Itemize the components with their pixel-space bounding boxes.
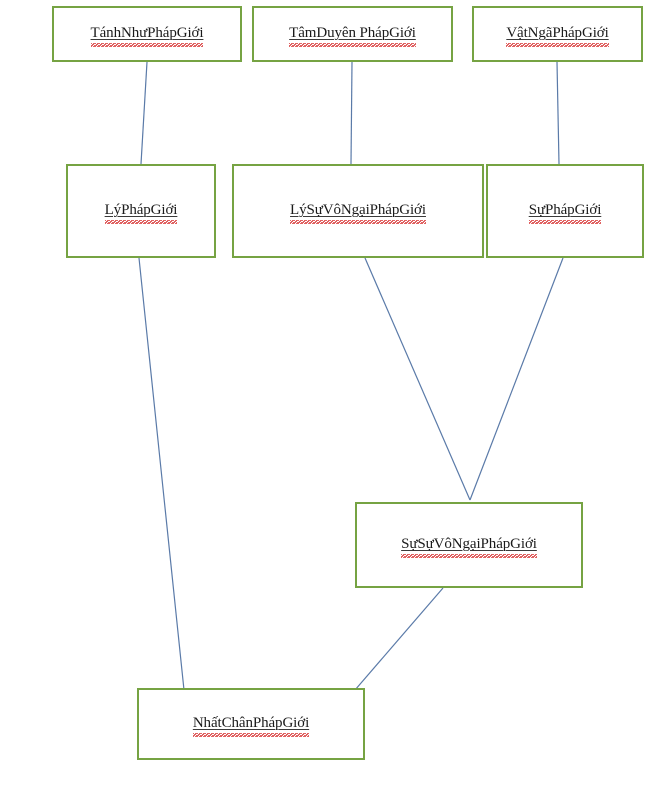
- node-label-vat-nga-phap-gioi: VậtNgãPhápGiới: [506, 25, 610, 47]
- node-label-su-phap-gioi: SựPhápGiới: [528, 202, 602, 224]
- node-label-ly-su-vo-ngai-phap-gioi: LýSựVôNgạiPhápGiới: [290, 202, 426, 224]
- connector-line: [364, 257, 471, 501]
- connector-line: [140, 61, 148, 165]
- node-box-su-su-vo-ngai-phap-gioi[interactable]: SựSựVôNgạiPhápGiới: [355, 502, 583, 588]
- node-label-tanh-nhu-phap-gioi: TánhNhưPhápGiới: [90, 25, 204, 47]
- node-box-tanh-nhu-phap-gioi[interactable]: TánhNhưPhápGiới: [52, 6, 242, 62]
- node-label-nhat-chan-phap-gioi: NhấtChânPhápGiới: [192, 715, 310, 737]
- connector-line: [354, 587, 444, 691]
- connector-line: [350, 61, 353, 165]
- node-label-tam-duyen-phap-gioi: TâmDuyên PhápGiới: [289, 25, 416, 47]
- node-box-tam-duyen-phap-gioi[interactable]: TâmDuyên PhápGiới: [252, 6, 453, 62]
- node-box-ly-phap-gioi[interactable]: LýPhápGiới: [66, 164, 216, 258]
- connector-line: [469, 257, 564, 501]
- connector-line: [138, 257, 185, 691]
- node-box-su-phap-gioi[interactable]: SựPhápGiới: [486, 164, 644, 258]
- node-label-su-su-vo-ngai-phap-gioi: SựSựVôNgạiPhápGiới: [401, 536, 537, 558]
- connector-line: [556, 61, 560, 165]
- node-label-ly-phap-gioi: LýPhápGiới: [104, 202, 178, 224]
- node-box-ly-su-vo-ngai-phap-gioi[interactable]: LýSựVôNgạiPhápGiới: [232, 164, 484, 258]
- node-box-vat-nga-phap-gioi[interactable]: VậtNgãPhápGiới: [472, 6, 643, 62]
- node-box-nhat-chan-phap-gioi[interactable]: NhấtChânPhápGiới: [137, 688, 365, 760]
